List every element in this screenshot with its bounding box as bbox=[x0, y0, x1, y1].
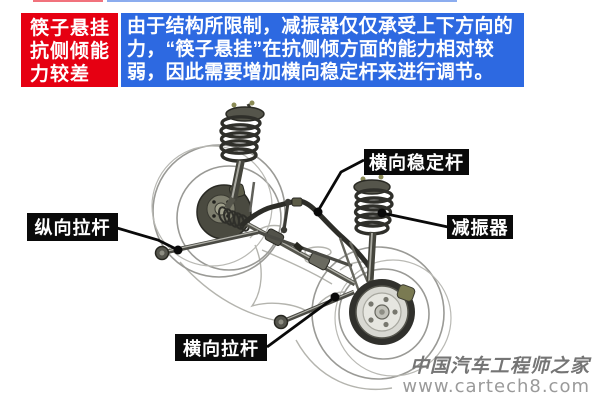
badge-line-2: 抗侧倾能 bbox=[30, 41, 111, 62]
badge-line-3: 力较差 bbox=[30, 64, 91, 85]
callout-lateral-rod-label: 横向拉杆 bbox=[183, 338, 259, 359]
callout-stabilizer-bar-label: 横向稳定杆 bbox=[369, 153, 464, 173]
callout-stabilizer-bar: 横向稳定杆 bbox=[364, 149, 469, 175]
steering-rod bbox=[257, 230, 353, 268]
cropped-edge-red bbox=[33, 0, 103, 2]
leader-lines bbox=[116, 158, 449, 349]
callout-longitudinal-rod-label: 纵向拉杆 bbox=[34, 218, 111, 238]
right-brake-disc bbox=[349, 279, 416, 345]
right-strut bbox=[353, 174, 394, 300]
cropped-edge-strip bbox=[0, 0, 600, 2]
cropped-edge-blue bbox=[107, 0, 457, 2]
callout-shock-absorber: 减振器 bbox=[447, 215, 513, 239]
description-box: 由于结构所限制，减振器仅仅承受上下方向的力，“筷子悬挂”在抗侧倾方面的能力相对较… bbox=[121, 13, 524, 87]
title-badge: 筷子悬挂 抗侧倾能 力较差 bbox=[21, 13, 118, 87]
description-text: 由于结构所限制，减振器仅仅承受上下方向的力，“筷子悬挂”在抗侧倾方面的能力相对较… bbox=[127, 16, 514, 83]
callout-lateral-rod: 横向拉杆 bbox=[175, 334, 267, 361]
watermark-site-url: www.cartech8.com bbox=[402, 376, 590, 397]
leader-dots bbox=[173, 207, 387, 302]
callout-longitudinal-rod: 纵向拉杆 bbox=[27, 213, 118, 241]
left-strut bbox=[219, 100, 265, 213]
callout-shock-absorber-label: 减振器 bbox=[451, 218, 509, 238]
badge-line-1: 筷子悬挂 bbox=[30, 18, 111, 39]
watermark-site-name: 中国汽车工程师之家 bbox=[409, 355, 590, 377]
lateral-rod bbox=[273, 289, 355, 330]
